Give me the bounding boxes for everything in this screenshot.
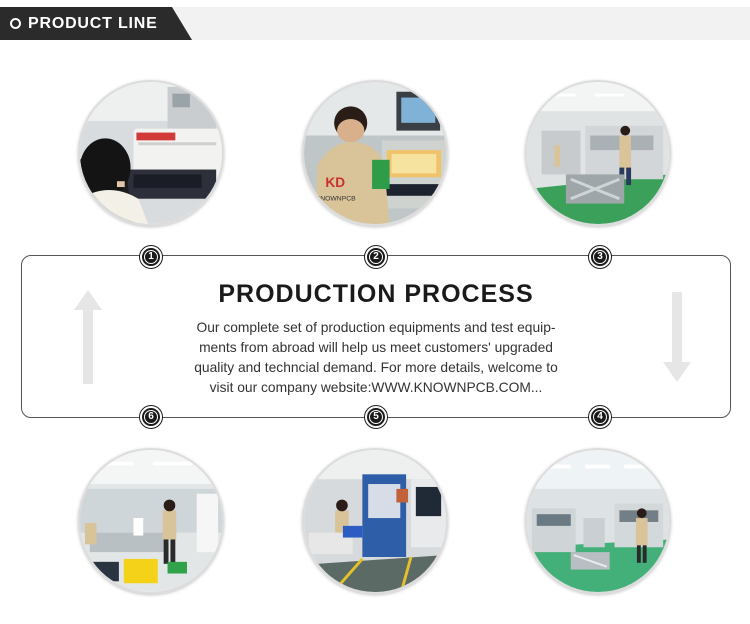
photo-step-4 — [525, 448, 671, 594]
step-number: 5 — [369, 410, 383, 424]
step-badge-4: 4 — [589, 406, 611, 428]
description-line: quality and techncial demand. For more d… — [194, 360, 558, 375]
step-number: 3 — [593, 250, 607, 264]
process-title: PRODUCTION PROCESS — [218, 280, 534, 308]
process-description: Our complete set of production equipment… — [21, 318, 731, 398]
photo-step-3 — [525, 80, 671, 226]
description-line: visit our company website:WWW.KNOWNPCB.C… — [209, 380, 543, 395]
vest-brand-text: KNOWNPCB — [316, 196, 356, 203]
header-tab — [0, 7, 192, 40]
down-arrow-icon — [663, 292, 691, 382]
step-badge-5: 5 — [365, 406, 387, 428]
up-arrow-icon — [74, 290, 102, 384]
description-line: Our complete set of production equipment… — [196, 320, 556, 335]
photo-step-5 — [302, 448, 448, 594]
step-number: 2 — [369, 250, 383, 264]
step-badge-3: 3 — [589, 246, 611, 268]
step-badge-6: 6 — [140, 406, 162, 428]
step-number: 1 — [144, 250, 158, 264]
description-line: ments from abroad will help us meet cust… — [199, 340, 553, 355]
vest-logo-text: KD — [325, 175, 345, 190]
step-number: 6 — [144, 410, 158, 424]
step-number: 4 — [593, 410, 607, 424]
section-title: PRODUCT LINE — [28, 15, 158, 32]
photo-step-2: KD KNOWNPCB — [302, 80, 448, 226]
photo-step-1 — [78, 80, 224, 226]
circle-bullet-icon — [10, 18, 21, 29]
step-badge-2: 2 — [365, 246, 387, 268]
process-box — [21, 255, 731, 418]
photo-step-6 — [78, 448, 224, 594]
step-badge-1: 1 — [140, 246, 162, 268]
